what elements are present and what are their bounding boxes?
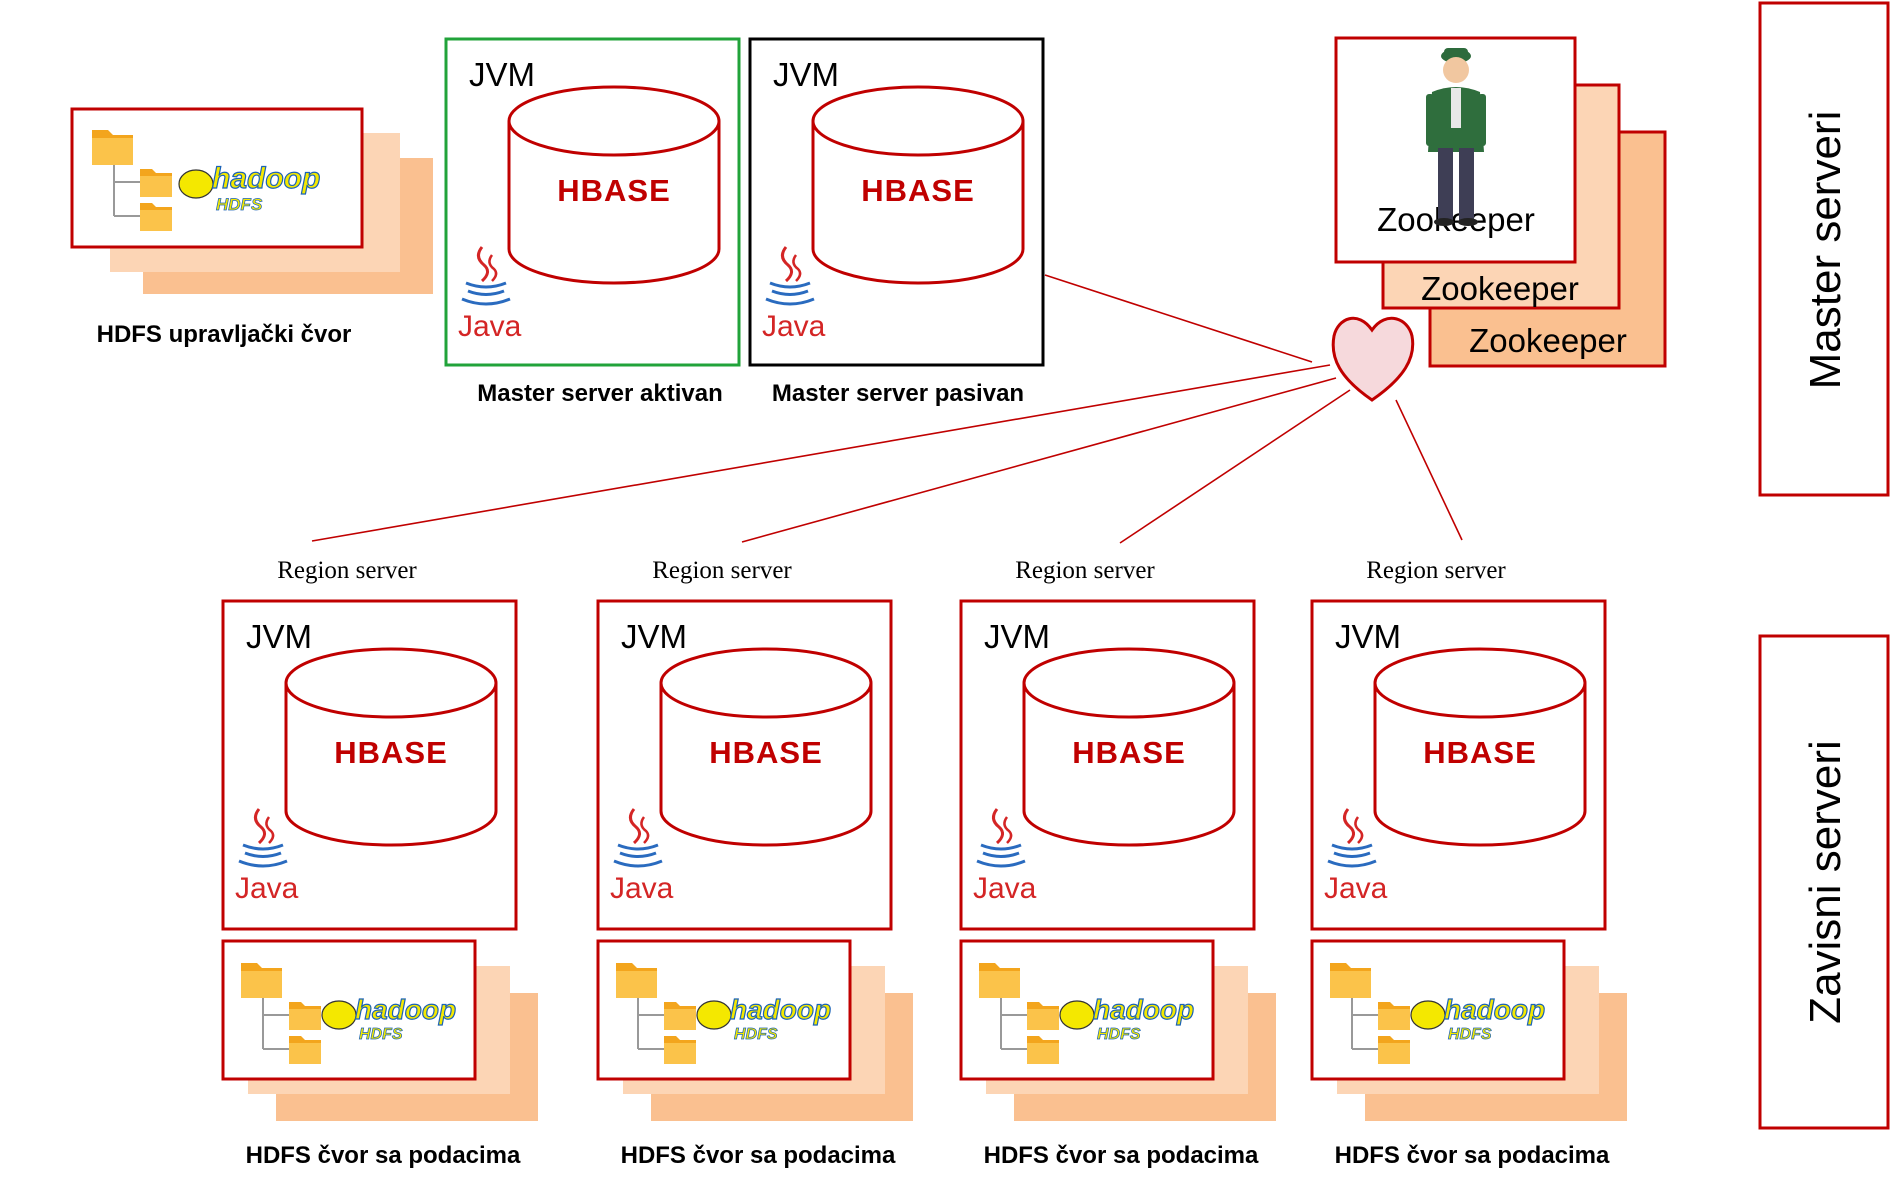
java-icon [238, 808, 288, 868]
jvm-label: JVM [469, 56, 535, 93]
connector-passive-master [1044, 274, 1313, 363]
hbase-label: HBASE [709, 735, 823, 770]
master-section-title: Master serveri [1801, 111, 1850, 390]
master-server-caption: Master server aktivan [477, 380, 722, 407]
master-server-caption: Master server pasivan [772, 380, 1024, 407]
zookeeper-label-2: Zookeeper [1421, 270, 1579, 307]
jvm-label: JVM [773, 56, 839, 93]
elephant-icon [1410, 1000, 1446, 1030]
elephant-icon [696, 1000, 732, 1030]
java-icon [613, 808, 663, 868]
hbase-cylinder-icon [659, 647, 873, 847]
folder-tree-icon [92, 130, 172, 231]
connector-region-3 [1119, 389, 1351, 544]
hbase-label: HBASE [1423, 735, 1537, 770]
region-servers: Region serverJVMHBASEJavahadoopHDFSHDFS … [221, 557, 1627, 1169]
elephant-icon [321, 1000, 357, 1030]
java-label: Java [1324, 872, 1388, 905]
hbase-label: HBASE [861, 173, 975, 208]
region-server-title: Region server [652, 557, 792, 584]
hbase-label: HBASE [557, 173, 671, 208]
hdfs-management-node: hadoop HDFS HDFS upravljački čvor [70, 107, 433, 348]
jvm-label: JVM [1335, 618, 1401, 655]
folder-tree-icon [616, 963, 696, 1064]
jvm-label: JVM [621, 618, 687, 655]
hbase-cylinder-icon [811, 85, 1025, 285]
hadoop-logo-text: hadoop [1093, 994, 1194, 1025]
region-server-title: Region server [277, 557, 417, 584]
folder-tree-icon [241, 963, 321, 1064]
connector-region-2 [741, 377, 1337, 543]
master-section-frame [1758, 1, 1890, 497]
hbase-cylinder-icon [284, 647, 498, 847]
java-label: Java [610, 872, 674, 905]
person-icon [1426, 48, 1486, 226]
java-label: Java [235, 872, 299, 905]
hdfs-management-label: HDFS upravljački čvor [97, 321, 352, 348]
hbase-cylinder-icon [1373, 647, 1587, 847]
java-icon [461, 246, 511, 306]
elephant-icon [178, 169, 214, 199]
java-icon [765, 246, 815, 306]
hadoop-logo-sub: HDFS [734, 1026, 778, 1043]
java-icon [976, 808, 1026, 868]
hdfs-data-node-caption: HDFS čvor sa podacima [984, 1142, 1259, 1169]
hadoop-logo-text: hadoop [1444, 994, 1545, 1025]
folder-tree-icon [979, 963, 1059, 1064]
hadoop-logo-sub: HDFS [1097, 1026, 1141, 1043]
folder-tree-icon [1330, 963, 1410, 1064]
hdfs-data-node-caption: HDFS čvor sa podacima [246, 1142, 521, 1169]
hadoop-logo-sub: HDFS [359, 1026, 403, 1043]
hadoop-logo-sub: HDFS [1448, 1026, 1492, 1043]
hdfs-data-node-caption: HDFS čvor sa podacima [621, 1142, 896, 1169]
java-label: Java [762, 310, 826, 343]
zookeeper-label-1: Zookeeper [1377, 201, 1535, 238]
elephant-icon [1059, 1000, 1095, 1030]
hbase-cylinder-icon [1022, 647, 1236, 847]
region-server-title: Region server [1015, 557, 1155, 584]
hdfs-data-node-caption: HDFS čvor sa podacima [1335, 1142, 1610, 1169]
slave-section-title: Zavisni serveri [1801, 740, 1850, 1024]
hbase-cylinder-icon [507, 85, 721, 285]
hdfs-node-card [70, 107, 364, 249]
hadoop-logo-sub: HDFS [216, 195, 263, 214]
zookeeper-ensemble: Zookeeper Zookeeper Zookeeper [1334, 36, 1667, 368]
slave-section-panel: Zavisni serveri [1758, 634, 1890, 1130]
master-section-panel: Master serveri [1758, 1, 1890, 497]
hadoop-logo-text: hadoop [212, 162, 320, 195]
connector-region-1 [311, 364, 1331, 542]
slave-section-frame [1758, 634, 1890, 1130]
jvm-label: JVM [246, 618, 312, 655]
hadoop-logo-text: hadoop [355, 994, 456, 1025]
zookeeper-label-3: Zookeeper [1469, 322, 1627, 359]
jvm-label: JVM [984, 618, 1050, 655]
region-server-title: Region server [1366, 557, 1506, 584]
hadoop-logo: hadoop HDFS [178, 161, 321, 214]
hadoop-logo-text: hadoop [730, 994, 831, 1025]
java-label: Java [973, 872, 1037, 905]
connector-region-4 [1395, 399, 1463, 541]
java-icon [1327, 808, 1377, 868]
hbase-label: HBASE [334, 735, 448, 770]
hbase-label: HBASE [1072, 735, 1186, 770]
connector-lines [311, 274, 1463, 544]
heart-icon [1331, 316, 1415, 402]
java-label: Java [458, 310, 522, 343]
